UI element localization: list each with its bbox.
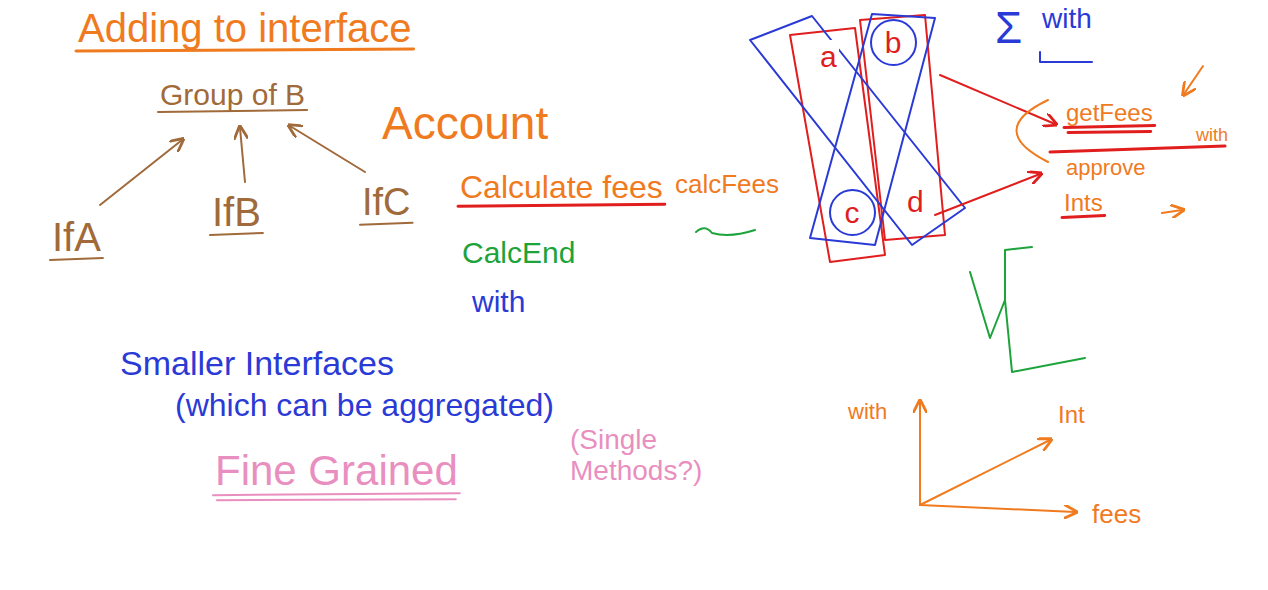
arrow-line [290, 126, 365, 172]
underline [1068, 131, 1151, 132]
bracket [1017, 100, 1049, 162]
handwritten-label: a [818, 40, 839, 73]
handwritten-label: IfB [212, 190, 261, 234]
arrow-line [100, 140, 182, 205]
handwritten-label: d [905, 185, 926, 218]
arrow-line [240, 128, 245, 182]
crossed-rect [750, 16, 965, 245]
underline [360, 223, 413, 225]
handwritten-label: approve [1066, 156, 1146, 180]
handwritten-label: with [1196, 126, 1228, 146]
handwritten-label: Fine Grained [215, 448, 458, 494]
handwritten-label: with [848, 400, 887, 424]
axis-line [919, 402, 921, 505]
underline [217, 499, 456, 500]
zigzag-mark [970, 247, 1085, 372]
axis-line [920, 505, 1075, 512]
node-text: b [885, 26, 902, 59]
handwritten-label: getFees [1066, 100, 1153, 126]
handwritten-label: Int [1058, 402, 1085, 428]
handwritten-label: (Single Methods?) [570, 425, 702, 487]
handwritten-label: with [472, 285, 525, 318]
handwritten-label: Smaller Interfaces [120, 345, 394, 382]
title: Adding to interface [78, 6, 412, 50]
underlines [50, 49, 1155, 500]
handwritten-label: Group of B [160, 78, 305, 111]
handwritten-label: IfA [52, 215, 101, 259]
bracket [1040, 52, 1092, 62]
handwritten-label: fees [1092, 500, 1141, 529]
group-rect [790, 28, 885, 262]
handwritten-label: Calculate fees [460, 170, 663, 205]
handwritten-label: calcFees [675, 170, 779, 199]
handwritten-label: Ints [1064, 190, 1103, 216]
handwritten-label: CalcEnd [462, 236, 575, 269]
handwritten-label: Account [382, 98, 548, 149]
arrow-line [1162, 210, 1182, 213]
handwritten-label: with [1042, 4, 1092, 35]
node-text: c [845, 196, 860, 229]
axis-line [920, 440, 1050, 505]
handwritten-label: (which can be aggregated) [175, 388, 554, 423]
crossed-rect [810, 14, 935, 245]
handwritten-label: IfC [362, 182, 411, 224]
arrow-line [940, 75, 1055, 124]
tilde-mark [696, 228, 755, 235]
strike-line [1050, 146, 1225, 152]
arrow-line [935, 174, 1040, 215]
handwritten-label: Σ [995, 4, 1022, 52]
arrow-line [1184, 66, 1203, 94]
circled-letter: c [829, 189, 876, 236]
circled-letter: b [870, 19, 917, 66]
